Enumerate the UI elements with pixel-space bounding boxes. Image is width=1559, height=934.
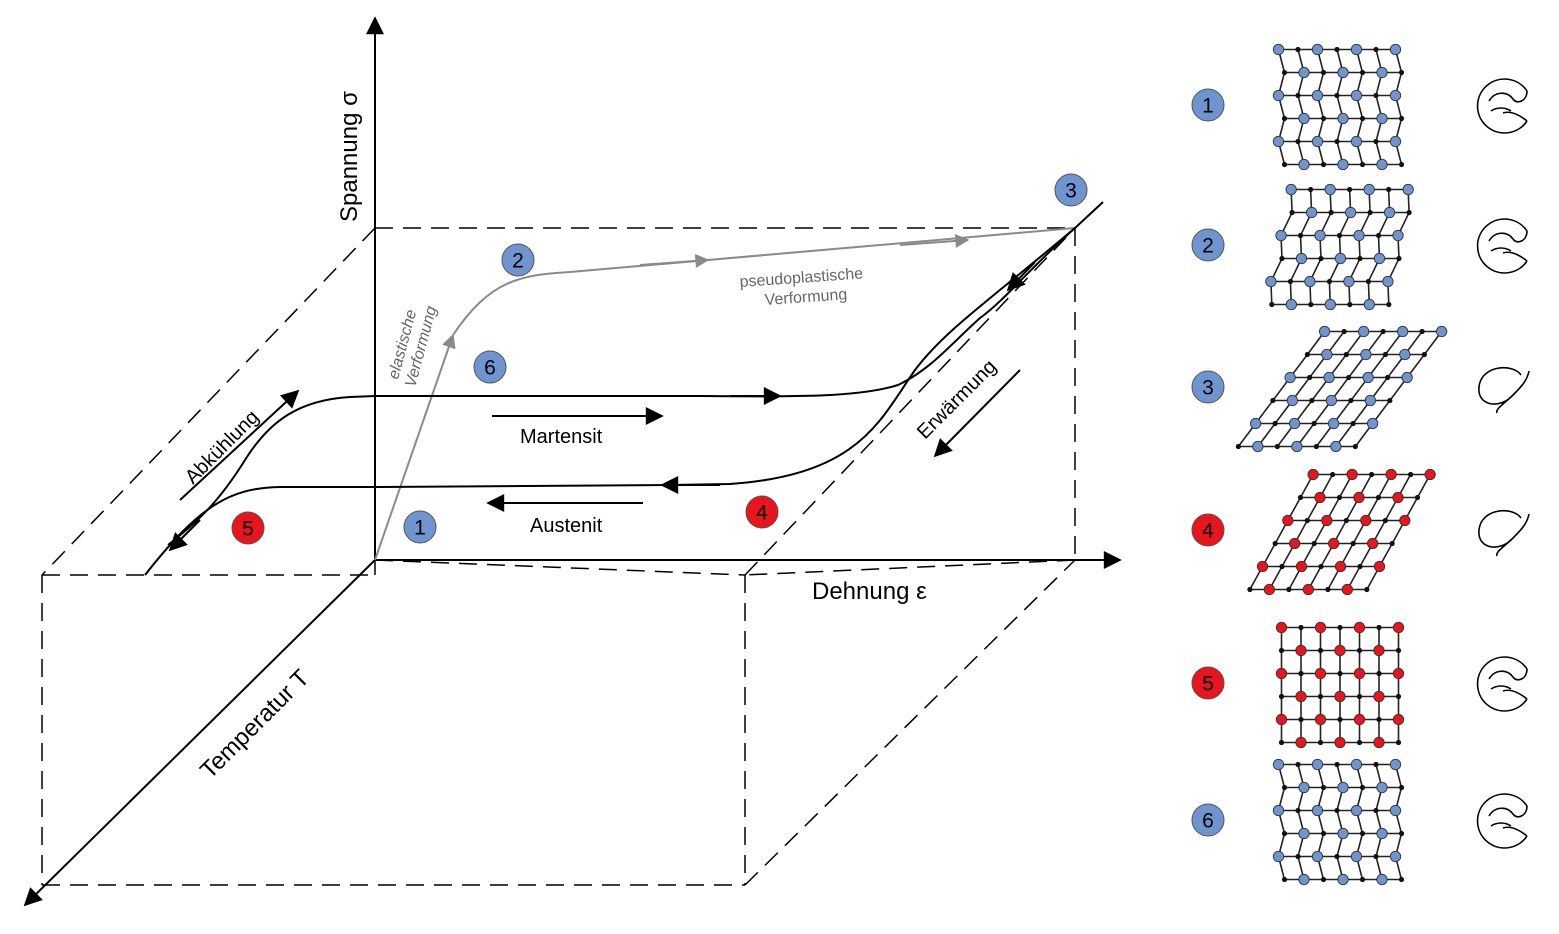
crystal-lattice-icon bbox=[1247, 468, 1436, 596]
diagram-marker-6: 6 bbox=[473, 350, 507, 384]
label-arrows bbox=[179, 369, 1021, 512]
legend-number: 3 bbox=[1202, 377, 1214, 400]
lattice-atoms bbox=[1275, 621, 1405, 749]
crystal-lattice-icon bbox=[1235, 325, 1448, 453]
spring-hook-icon bbox=[1476, 793, 1528, 849]
marker-circle bbox=[403, 510, 437, 544]
crystal-lattice-icon bbox=[1272, 43, 1405, 171]
crystal-lattice-icon bbox=[1265, 183, 1414, 311]
lattice-lines bbox=[1270, 188, 1410, 306]
lattice-lines bbox=[1280, 626, 1400, 744]
legend-row-4: 4 bbox=[1191, 468, 1530, 596]
legend-marker: 5 bbox=[1191, 666, 1225, 700]
marker-circle bbox=[473, 350, 507, 384]
legend-number: 2 bbox=[1202, 235, 1214, 258]
axes bbox=[23, 16, 1122, 907]
lattice-lines bbox=[1277, 48, 1403, 166]
lattice-atoms bbox=[1247, 468, 1436, 596]
spring-hook-icon bbox=[1476, 656, 1528, 712]
cooling-label: Abkühlung bbox=[181, 406, 263, 488]
legend-number: 4 bbox=[1202, 520, 1214, 543]
legend-number: 6 bbox=[1202, 810, 1214, 833]
legend-row-3: 3 bbox=[1191, 325, 1530, 453]
marker-number: 3 bbox=[1065, 180, 1077, 203]
lattice-atoms bbox=[1272, 758, 1405, 886]
lattice-atoms bbox=[1272, 43, 1405, 171]
marker-number: 1 bbox=[414, 517, 426, 540]
temperature-axis bbox=[23, 559, 376, 907]
spring-hook-icon bbox=[1476, 218, 1528, 274]
diagram-marker-1: 1 bbox=[403, 510, 437, 544]
legend-marker: 3 bbox=[1191, 370, 1225, 404]
crystal-lattice-icon bbox=[1275, 621, 1405, 749]
marker-number: 5 bbox=[242, 518, 254, 541]
cooling-arrow bbox=[179, 389, 300, 501]
marker-circle bbox=[1054, 173, 1088, 207]
legend-marker: 4 bbox=[1191, 513, 1225, 547]
crystal-lattice-icon bbox=[1272, 758, 1405, 886]
legend-marker: 1 bbox=[1191, 88, 1225, 122]
pseudo-label-line2: Verformung bbox=[764, 286, 848, 309]
lattice-lines bbox=[1249, 473, 1431, 591]
strain-axis-label: Dehnung ε bbox=[812, 578, 927, 605]
heating-arrow bbox=[933, 369, 1021, 458]
martensite-label: Martensit bbox=[520, 426, 603, 448]
legend-number: 1 bbox=[1202, 95, 1214, 118]
legend-marker: 6 bbox=[1191, 803, 1225, 837]
legend: 1 2 3 4 5 6 bbox=[1191, 43, 1530, 886]
diagram-marker-5: 5 bbox=[231, 511, 265, 545]
diagram-markers: 1 2 3 4 5 6 bbox=[231, 173, 1088, 545]
diagram-marker-3: 3 bbox=[1054, 173, 1088, 207]
lattice-atoms bbox=[1235, 325, 1448, 453]
marker-circle bbox=[501, 243, 535, 277]
lattice-atoms bbox=[1265, 183, 1414, 311]
diagram-marker-2: 2 bbox=[501, 243, 535, 277]
lattice-lines bbox=[1237, 330, 1443, 448]
marker-circle bbox=[231, 511, 265, 545]
loop-shape-icon bbox=[1478, 510, 1530, 557]
spring-hook-icon bbox=[1476, 78, 1528, 134]
loop-shape-icon bbox=[1478, 367, 1530, 414]
stress-axis-label: Spannung σ bbox=[336, 91, 363, 222]
diagram-marker-4: 4 bbox=[745, 495, 779, 529]
marker-number: 6 bbox=[484, 357, 496, 380]
heating-label: Erwärmung bbox=[913, 356, 1001, 444]
legend-number: 5 bbox=[1202, 673, 1214, 696]
marker-circle bbox=[745, 495, 779, 529]
loading-path bbox=[374, 227, 1076, 561]
marker-number: 2 bbox=[512, 250, 524, 273]
temperature-axis-label: Temperatur T bbox=[195, 664, 315, 784]
legend-row-1: 1 bbox=[1191, 43, 1528, 171]
marker-number: 4 bbox=[756, 502, 768, 525]
legend-marker: 2 bbox=[1191, 228, 1225, 262]
legend-row-2: 2 bbox=[1191, 183, 1528, 311]
austenite-label: Austenit bbox=[530, 515, 603, 537]
lattice-lines bbox=[1277, 763, 1403, 881]
legend-row-6: 6 bbox=[1191, 758, 1528, 886]
dashed-box bbox=[41, 227, 1076, 886]
legend-row-5: 5 bbox=[1191, 621, 1528, 749]
transformation-loop bbox=[144, 201, 1104, 576]
